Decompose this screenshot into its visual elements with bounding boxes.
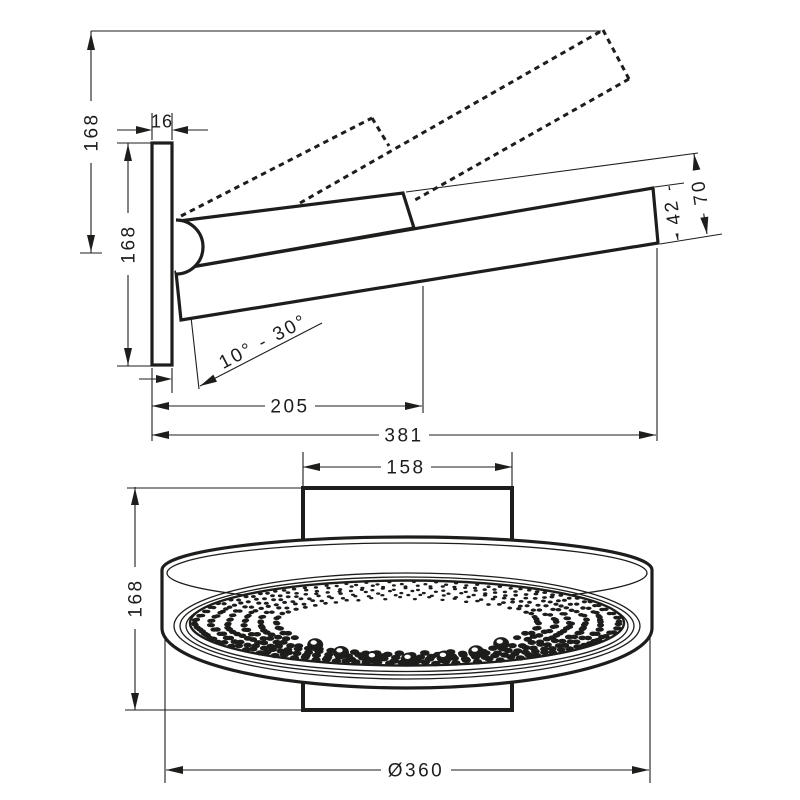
dim-label-plate-height-bottom: 168 [126, 578, 147, 617]
dim-label-height-overall: 168 [82, 112, 103, 151]
dim-label-projection-arm: 205 [270, 397, 309, 418]
dim-head-depth: 70 [684, 168, 714, 216]
dim-height-overall: 168 [80, 101, 103, 163]
dim-label-projection-overall: 381 [384, 426, 423, 447]
side-view: 168 168 16 42 70 10° - 30° 205 381 [80, 28, 723, 447]
dim-head-diameter: Ø360 [381, 760, 451, 782]
dim-plate-height: 168 [117, 213, 140, 275]
wall-plate-side [150, 141, 174, 367]
dim-projection-overall: 381 [379, 425, 429, 447]
bottom-view: 158 168 Ø360 [124, 452, 654, 783]
dim-label-plate-thickness: 16 [151, 111, 173, 131]
dim-label-plate-height: 168 [119, 224, 140, 263]
dim-label-head-thickness: 42 [661, 197, 686, 226]
nozzle-dots [191, 580, 623, 667]
pivot-joint-fill [176, 220, 203, 274]
dim-label-plate-width: 158 [386, 458, 425, 479]
raised-position-dashed-outline [180, 28, 631, 218]
dim-head-thickness: 42 [657, 188, 687, 236]
dim-label-tilt-angle: 10° - 30° [216, 310, 312, 373]
dim-plate-height-bottom: 168 [124, 567, 147, 629]
bottom-view-arrows [131, 463, 649, 774]
disc-rim-ring-middle [179, 576, 635, 676]
dim-plate-width: 158 [381, 457, 431, 479]
pivot-joint [175, 218, 205, 276]
dim-projection-arm: 205 [265, 396, 315, 418]
disc-rim-ring-outer [173, 572, 641, 680]
dim-tilt-angle: 10° - 30° [216, 310, 312, 373]
dim-label-head-diameter: Ø360 [388, 761, 444, 782]
dim-label-head-depth: 70 [688, 177, 713, 206]
